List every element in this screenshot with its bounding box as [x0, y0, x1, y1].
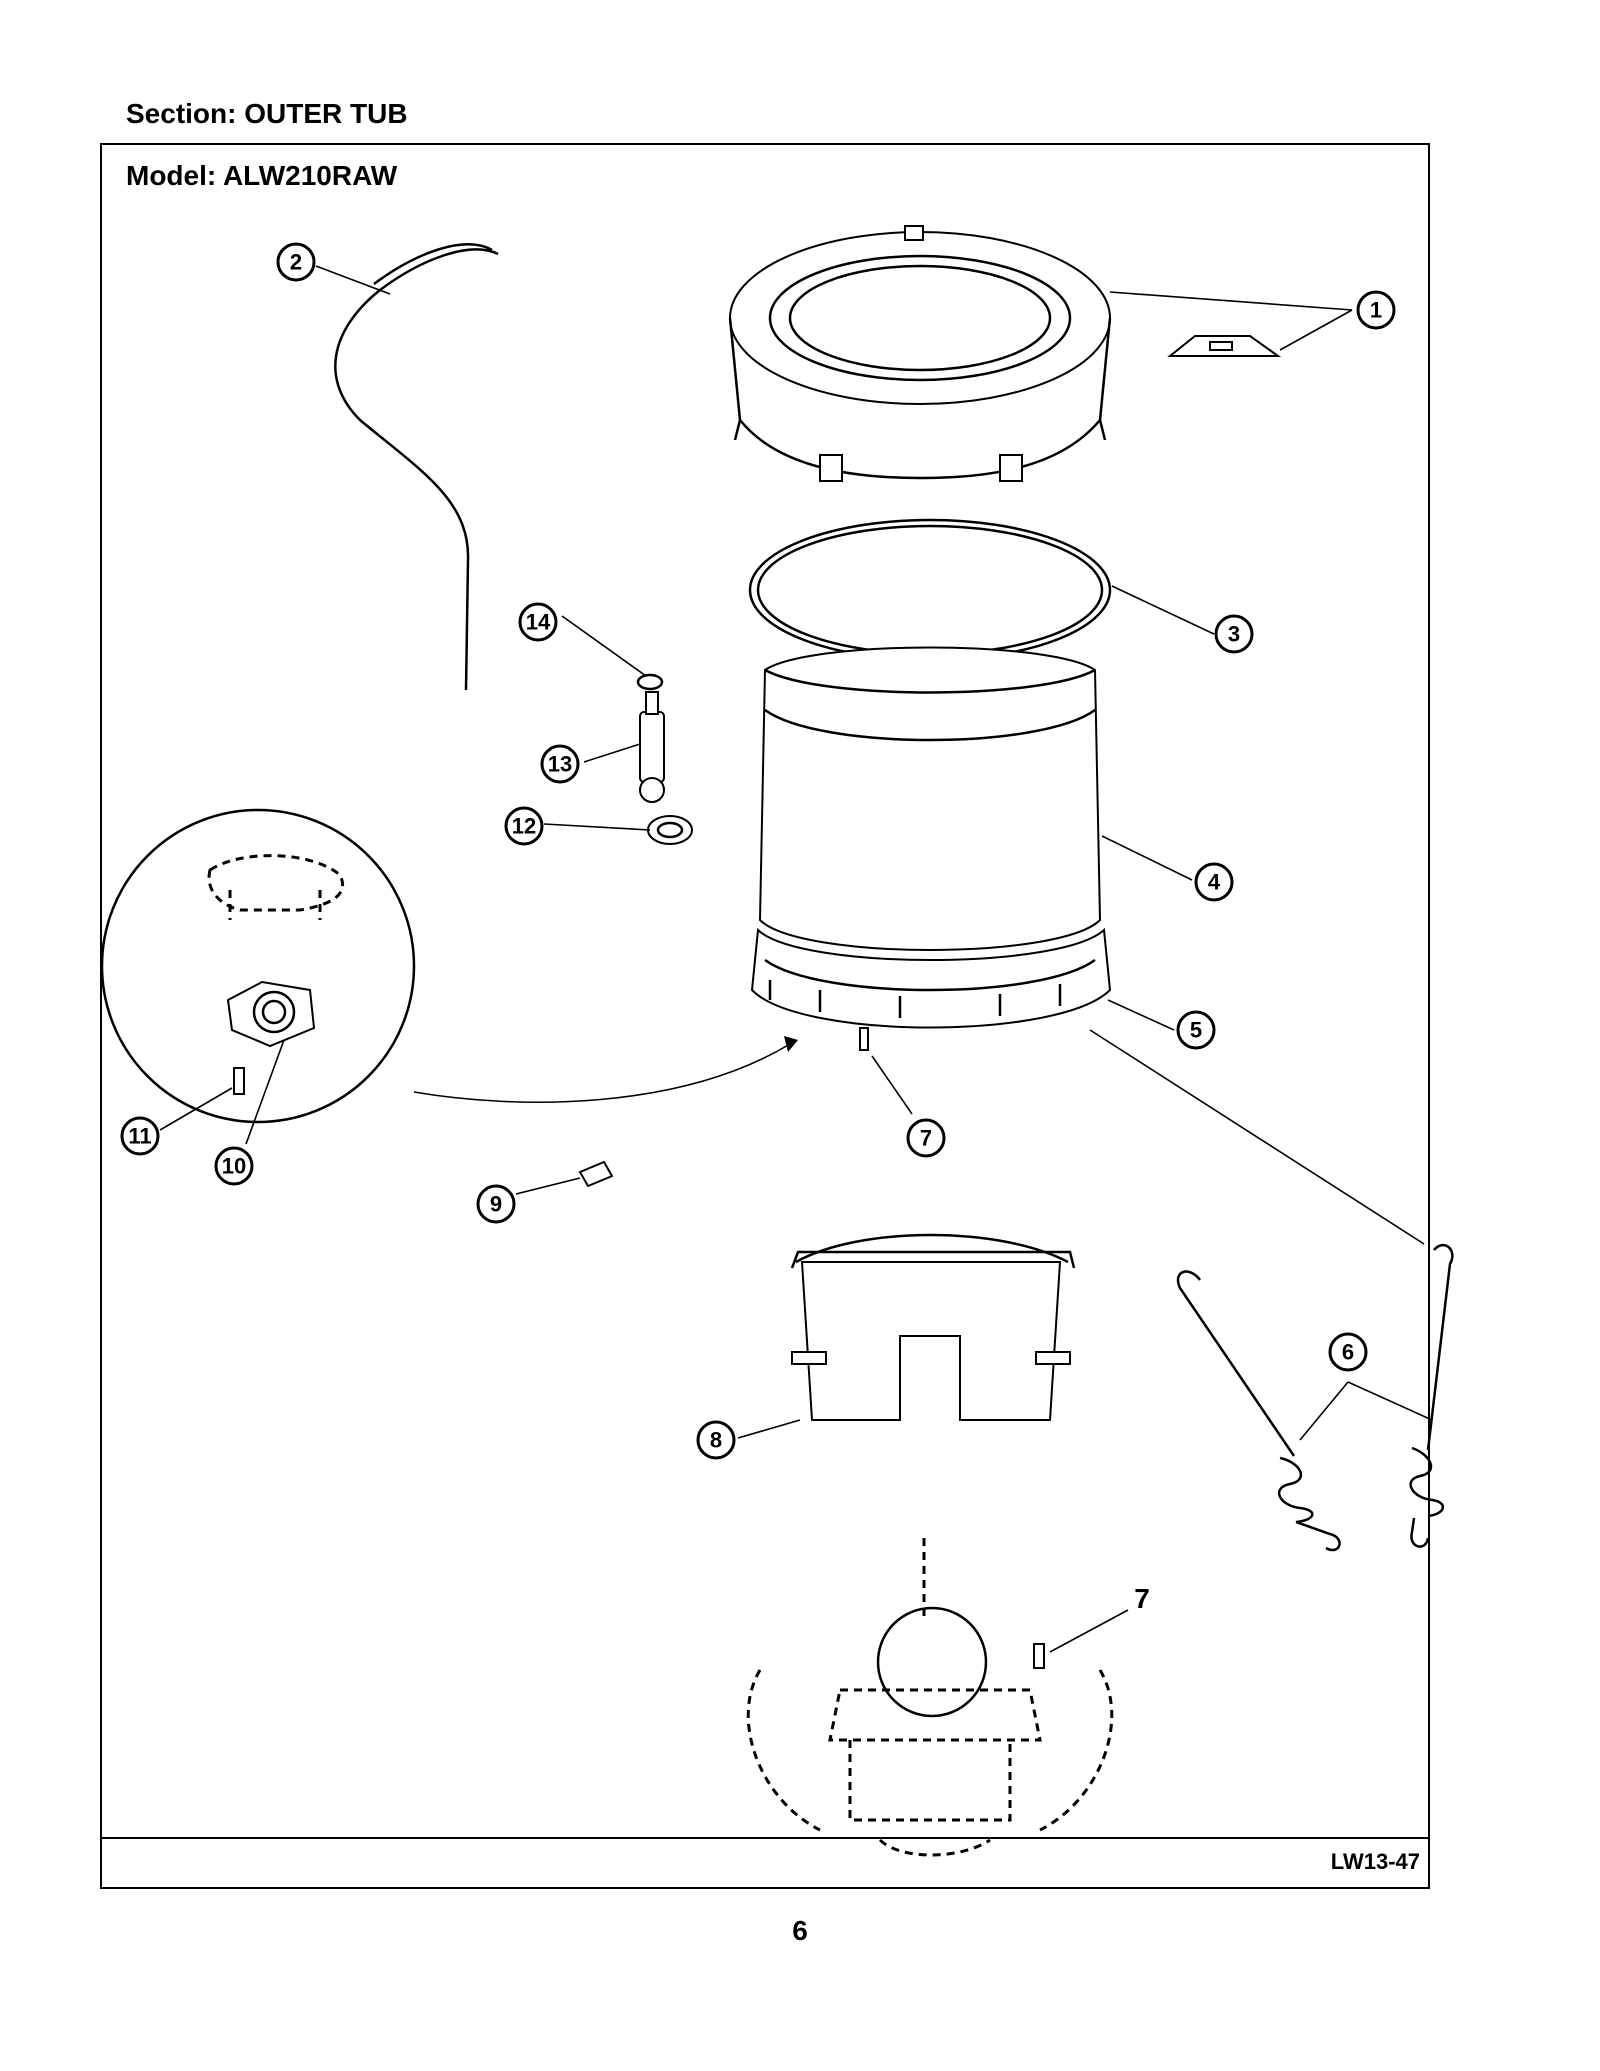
svg-text:1: 1	[1370, 298, 1382, 323]
svg-text:5: 5	[1190, 1018, 1202, 1043]
svg-text:10: 10	[222, 1154, 246, 1179]
callout-12: 12	[504, 806, 544, 846]
part-tub-cylinder	[758, 646, 1102, 951]
callout-14: 14	[518, 602, 558, 642]
detail-view	[100, 808, 798, 1124]
svg-text:9: 9	[490, 1192, 502, 1217]
label-7-plain: 7	[1134, 1583, 1150, 1614]
callout-13: 13	[540, 744, 580, 784]
callout-8: 8	[696, 1420, 736, 1460]
diagram-code: LW13-47	[1330, 1849, 1420, 1874]
svg-text:6: 6	[1342, 1340, 1354, 1365]
diagram-frame	[100, 143, 1430, 1889]
part-spring-left	[1176, 1270, 1341, 1552]
callout-2: 2	[276, 242, 316, 282]
part-shield	[790, 1233, 1076, 1421]
part-tub-ring	[728, 225, 1112, 482]
callout-5: 5	[1176, 1010, 1216, 1050]
callout-7: 7	[906, 1118, 946, 1158]
svg-text:2: 2	[290, 250, 302, 275]
callout-10: 10	[214, 1146, 254, 1186]
svg-text:7: 7	[920, 1126, 932, 1151]
svg-text:12: 12	[512, 814, 536, 839]
callout-3: 3	[1214, 614, 1254, 654]
part-screw	[578, 1160, 614, 1188]
section-title: Section: OUTER TUB	[126, 98, 408, 129]
part-seal-ring	[748, 518, 1112, 662]
footer-divider	[100, 1837, 1430, 1839]
part-bolt	[859, 1027, 869, 1051]
part-grommet	[647, 815, 693, 845]
callout-6: 6	[1328, 1332, 1368, 1372]
part-spring-right	[1409, 1243, 1454, 1548]
svg-text:11: 11	[128, 1124, 151, 1149]
dashed-assembly	[746, 1538, 1114, 1857]
svg-text:8: 8	[710, 1428, 722, 1453]
part-valve	[639, 691, 665, 803]
model-title: Model: ALW210RAW	[126, 160, 398, 191]
svg-text:3: 3	[1228, 622, 1240, 647]
callout-1: 1	[1356, 290, 1396, 330]
callout-4: 4	[1194, 862, 1234, 902]
callout-9: 9	[476, 1184, 516, 1224]
svg-text:13: 13	[548, 752, 572, 777]
part-tub-base	[750, 927, 1112, 1029]
svg-text:14: 14	[526, 610, 551, 635]
part-bearing-housing	[226, 980, 316, 1048]
part-clip	[636, 673, 664, 691]
callout-11: 11	[120, 1116, 160, 1156]
part-hose	[334, 248, 499, 691]
page-number: 6	[792, 1915, 808, 1946]
part-bolt-detail	[233, 1067, 245, 1095]
part-bolt-assembly	[1033, 1643, 1045, 1669]
svg-text:4: 4	[1208, 870, 1221, 895]
